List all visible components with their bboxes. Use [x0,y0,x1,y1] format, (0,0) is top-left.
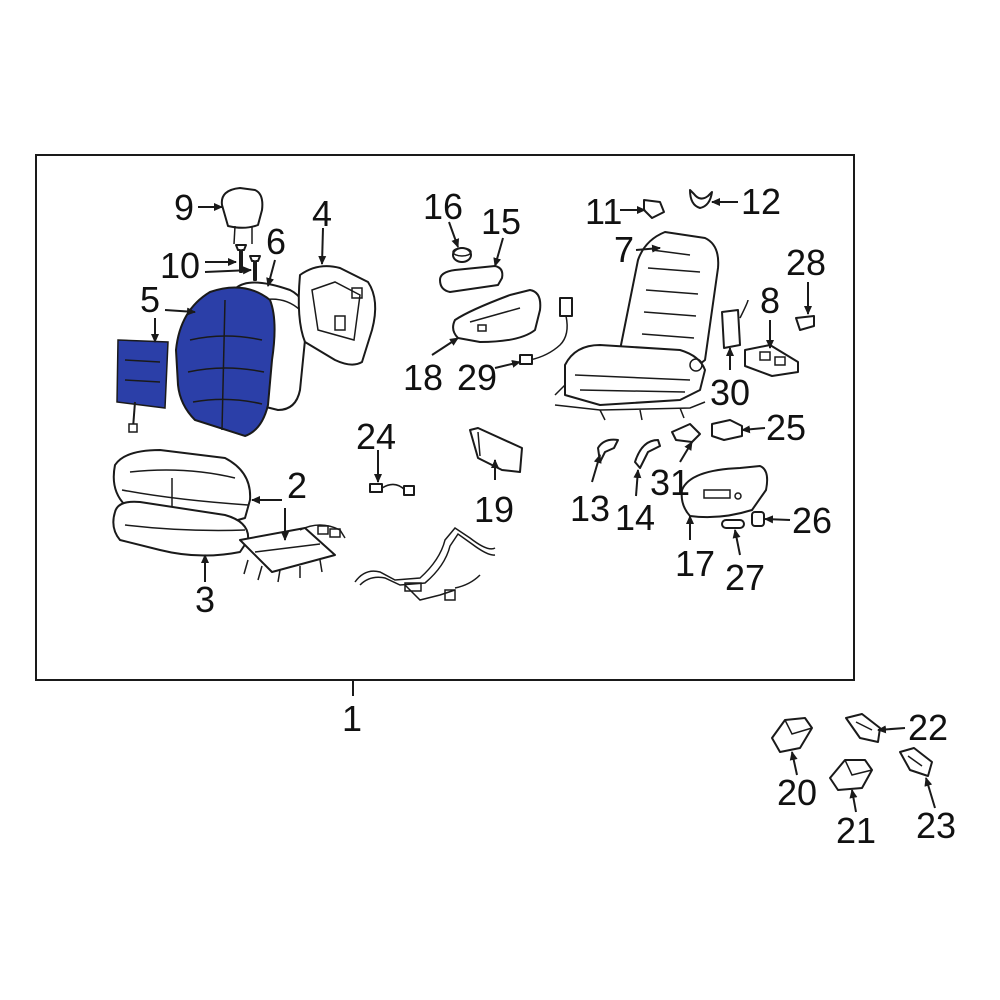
callout-6: 6 [266,221,286,262]
callout-24: 24 [356,416,396,457]
callout-4: 4 [312,193,332,234]
callout-27: 27 [725,557,765,598]
bracket-31[interactable] [671,423,701,443]
callout-9: 9 [174,187,194,228]
lumbar-unit[interactable] [721,299,749,349]
callout-2: 2 [287,465,307,506]
callout-16: 16 [423,186,463,227]
bracket-25[interactable] [711,419,743,441]
callout-18: 18 [403,357,443,398]
callout-5: 5 [140,279,160,320]
inner-shield[interactable] [452,289,542,343]
callout-15: 15 [481,201,521,242]
cover-13[interactable] [597,438,619,463]
seat-frame[interactable] [554,231,720,421]
seat-cushion-pad[interactable] [112,500,250,557]
headrest-guide[interactable] [235,244,261,281]
callout-26: 26 [792,500,832,541]
assembly-frame [35,154,855,681]
bracket-22[interactable] [845,713,881,743]
callout-17: 17 [675,543,715,584]
callout-20: 20 [777,772,817,813]
knob-27[interactable] [721,519,745,529]
armrest[interactable] [439,265,504,293]
seat-frame-cap-left[interactable] [643,199,665,219]
callout-8: 8 [760,280,780,321]
seat-back-cover[interactable] [174,286,276,438]
connector-24[interactable] [369,483,415,496]
cover-20[interactable] [771,717,813,753]
callout-22: 22 [908,707,948,748]
callout-14: 14 [615,497,655,538]
callout-12: 12 [741,181,781,222]
callout-10: 10 [160,245,200,286]
bracket-23[interactable] [899,747,933,777]
callout-19: 19 [474,489,514,530]
side-trim-panel[interactable] [469,427,523,473]
callout-7: 7 [614,229,634,270]
leader-arrows [151,198,936,813]
seat-back-cover-shape[interactable] [174,286,276,438]
seat-back-heater[interactable] [116,339,169,433]
callout-11: 11 [585,191,622,232]
callout-30: 30 [710,372,750,413]
seat-cushion-heater[interactable] [239,524,346,583]
seat-back-board[interactable] [297,265,377,366]
callout-31: 31 [650,462,690,503]
headrest[interactable] [220,187,264,245]
cover-21[interactable] [829,759,873,791]
callout-13: 13 [570,488,610,529]
callout-23: 23 [916,805,956,846]
callout-3: 3 [195,579,215,620]
power-seat-switch-unit[interactable] [744,344,799,377]
callout-1: 1 [342,698,362,739]
seat-wire-harness[interactable] [519,297,573,365]
callout-25: 25 [766,407,806,448]
knob-26[interactable] [751,511,765,527]
seat-frame-cap-right[interactable] [689,189,713,209]
callout-29: 29 [457,357,497,398]
under-seat-harness[interactable] [354,527,496,601]
callout-28: 28 [786,242,826,283]
switch-knob-28[interactable] [795,315,815,331]
callout-21: 21 [836,810,876,851]
callout-labels: 1 2 3 4 5 6 7 8 9 10 11 12 13 14 15 16 1… [140,181,956,851]
seat-side-cover[interactable] [680,465,769,519]
cover-14[interactable] [634,439,661,469]
armrest-cap[interactable] [452,247,472,263]
